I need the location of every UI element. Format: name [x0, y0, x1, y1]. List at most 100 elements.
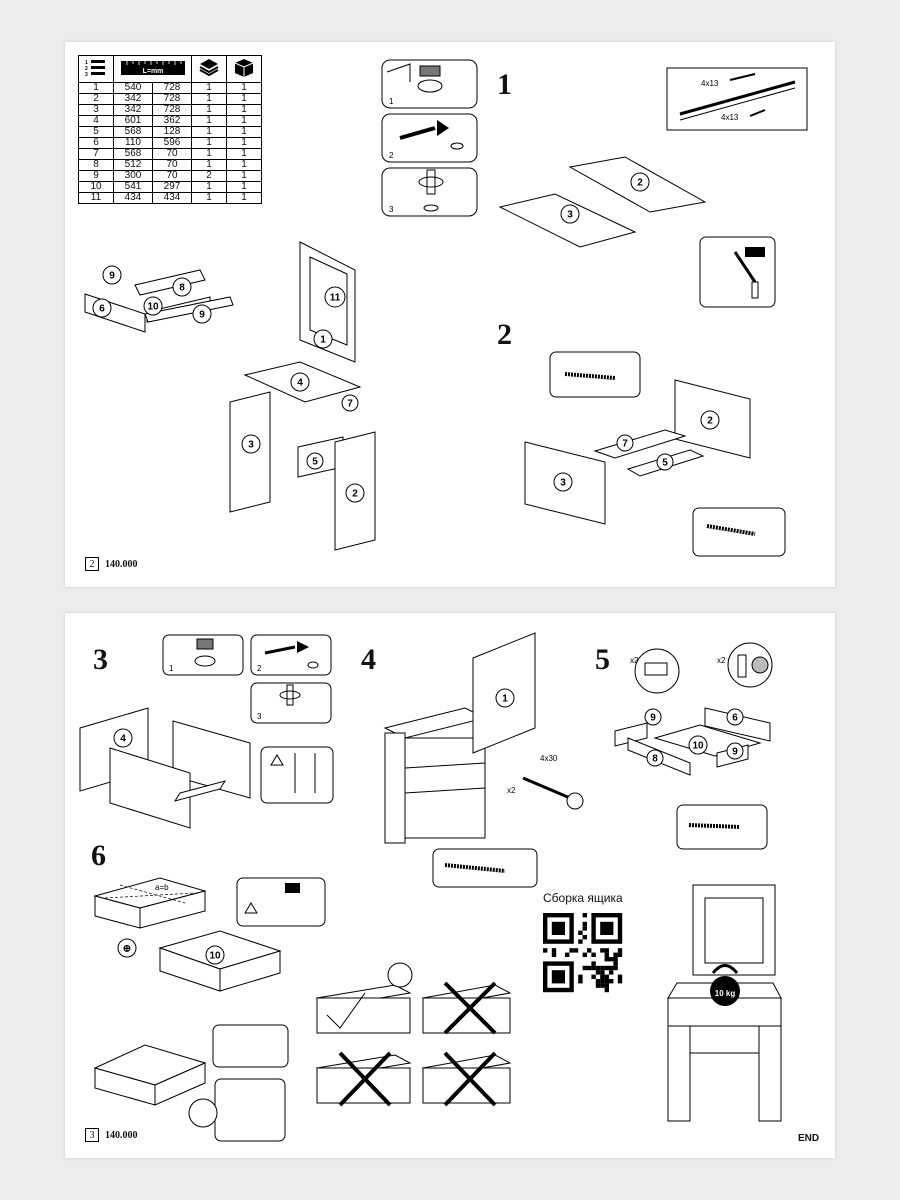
screw-icon: [749, 109, 766, 117]
screw-label-top: 4x13: [701, 79, 719, 88]
cam-step-1-panel: 1: [162, 634, 244, 676]
part-label-4: 4: [297, 378, 303, 389]
rotate-arrow-icon: [418, 176, 444, 188]
check-icon: [326, 992, 366, 1029]
hammer-icon: [745, 247, 765, 257]
end-label: END: [798, 1133, 820, 1144]
part-label-9: 9: [650, 713, 656, 724]
drawer-slide-panel: 4x13 4x13: [666, 67, 808, 131]
part-label-7: 7: [622, 439, 628, 450]
ruler-label: L=mm: [142, 68, 163, 75]
part-label-10: 10: [692, 741, 704, 752]
document-code: 140.000: [105, 558, 138, 570]
part-label-2: 2: [707, 416, 713, 427]
screwdriver-icon: [706, 524, 756, 536]
arrow-right-icon: [297, 641, 309, 653]
parts-table-cell: 434: [113, 192, 153, 204]
part-label-5: 5: [662, 458, 668, 469]
layers-icon: [191, 55, 227, 83]
screwdriver-icon: [444, 863, 506, 873]
svg-text:2: 2: [85, 66, 88, 72]
part-label-1: 1: [320, 335, 326, 346]
step-number-4: 4: [361, 643, 376, 676]
cam-step-3-panel: 3: [250, 682, 332, 724]
part-label-6: 6: [99, 304, 105, 315]
hammer-icon: [285, 883, 300, 893]
kettlebell-icon: 10 kg: [710, 964, 740, 1006]
drawer-exploded: 9 8 6 10 9: [84, 265, 234, 333]
page2-illustrations: 1 2 3 4: [79, 632, 782, 1142]
part-label-3: 3: [560, 478, 566, 489]
part-label-7: 7: [347, 399, 353, 410]
screw-multiplier-label: x2: [507, 786, 516, 795]
part-label-10: 10: [147, 302, 159, 313]
step6-assembly: a=b ⊕ 10: [93, 877, 512, 1142]
cam-step-1-panel: 1: [381, 59, 478, 109]
part-label-8: 8: [652, 754, 658, 765]
step-number-2: 2: [497, 318, 512, 351]
svg-text:1: 1: [85, 60, 88, 66]
screwdriver-icon: [688, 823, 741, 829]
warning-icon: [270, 754, 284, 766]
cam-step-1-label: 1: [169, 664, 174, 673]
package-icon: [226, 55, 262, 83]
part-label-5: 5: [312, 457, 318, 468]
parts-table-cell: 1: [191, 192, 227, 204]
part-label-4: 4: [120, 734, 126, 745]
document-code: 140.000: [105, 1129, 138, 1141]
part-label-8: 8: [179, 283, 185, 294]
part-label-2: 2: [352, 489, 358, 500]
cam-multiplier-label: x2: [717, 656, 726, 665]
step-number-6: 6: [91, 839, 106, 872]
page1-illustrations: 1 2 3 4x13 4x13: [84, 59, 808, 557]
page-footer: 2 140.000: [85, 557, 138, 571]
qr-caption: Сборка ящика: [543, 891, 623, 905]
dowel-multiplier-label: x2: [630, 656, 639, 665]
instruction-page-3: 3 4 5 6 1 2 3: [65, 613, 835, 1158]
cam-step-3-label: 3: [257, 712, 262, 721]
qr-code[interactable]: [543, 913, 623, 993]
cam-step-3-label: 3: [389, 205, 394, 214]
dowel-icon: [644, 662, 668, 676]
svg-text:3: 3: [85, 72, 88, 78]
screw-head-icon: ⊕: [123, 944, 131, 955]
page-footer: 3 140.000: [85, 1128, 138, 1142]
screw-label-bottom: 4x13: [721, 113, 739, 122]
step5-assembly: x2 x2 9 6 10 8 9: [614, 642, 773, 850]
hammer-panel: [699, 236, 776, 308]
warning-panel: [260, 746, 334, 804]
finished-vanity: 10 kg: [667, 884, 782, 1122]
parts-table-cell: 1: [226, 192, 262, 204]
part-label-9b: 9: [199, 310, 205, 321]
part-label-2: 2: [637, 178, 643, 189]
cam-step-2-panel: 2: [381, 113, 478, 163]
part-label-9b: 9: [732, 747, 738, 758]
screw-size-label: 4x30: [540, 754, 558, 763]
cam-step-3-panel: 3: [381, 167, 478, 217]
table-exploded-assembly: 11 1 4 7 3 5 2: [229, 241, 376, 551]
ruler-icon: L=mm: [113, 55, 192, 83]
cam-step-2-label: 2: [257, 664, 262, 673]
screw-icon: [522, 776, 571, 800]
page-number: 2: [85, 557, 99, 571]
screwdriver-icon: [564, 372, 616, 380]
step3-assembly: 4: [79, 707, 251, 829]
rotate-arrow-icon: [279, 690, 301, 700]
cam-bolt-icon: [737, 654, 747, 678]
step-number-3: 3: [93, 643, 108, 676]
part-label-9: 9: [109, 271, 115, 282]
part-label-11: 11: [330, 293, 341, 304]
step1-panels: 2 3: [498, 156, 707, 248]
arrow-right-icon: [437, 120, 449, 136]
part-label-1: 1: [502, 694, 508, 705]
diagonal-equal-label: a=b: [155, 883, 169, 892]
